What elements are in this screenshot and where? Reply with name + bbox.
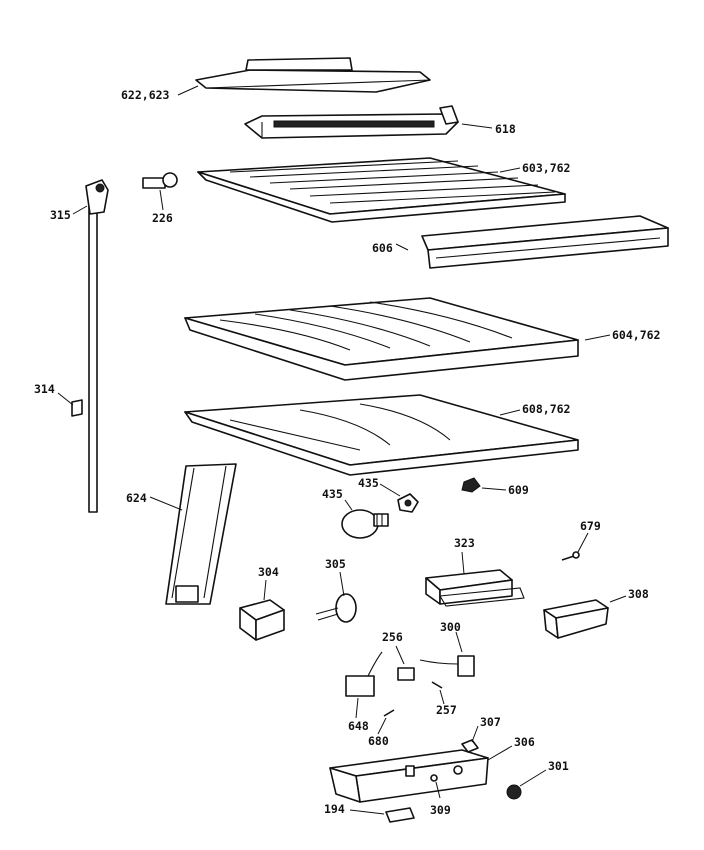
part-tray-604-762 — [184, 297, 579, 381]
leader-606 — [395, 243, 409, 251]
leader-624 — [149, 496, 183, 511]
callout-308: 308 — [628, 587, 649, 601]
callout-680: 680 — [368, 734, 389, 748]
callout-603-762: 603,762 — [522, 161, 570, 175]
leader-304 — [263, 579, 267, 601]
callout-604-762: 604,762 — [612, 328, 660, 342]
leader-305 — [339, 571, 345, 597]
part-screw-679 — [561, 551, 580, 561]
leader-604-762 — [584, 334, 611, 341]
leader-257 — [439, 689, 445, 705]
part-knob-226 — [142, 172, 178, 189]
callout-304: 304 — [258, 565, 279, 579]
part-shield-618 — [244, 105, 459, 139]
part-switch-300 — [419, 655, 475, 677]
callout-648: 648 — [348, 719, 369, 733]
callout-194: 194 — [324, 802, 345, 816]
part-screw-257 — [431, 681, 443, 689]
callout-257: 257 — [436, 703, 457, 717]
callout-314: 314 — [34, 382, 55, 396]
part-switch-256 — [397, 667, 415, 681]
callout-609: 609 — [508, 483, 529, 497]
callout-256: 256 — [382, 630, 403, 644]
part-lower-housing-306 — [329, 749, 489, 803]
leader-680 — [377, 717, 387, 735]
part-bracket-308 — [543, 599, 609, 639]
callout-301: 301 — [548, 759, 569, 773]
part-bulb-435 — [341, 509, 389, 539]
leader-301 — [519, 769, 547, 787]
callout-309: 309 — [430, 803, 451, 817]
callout-226: 226 — [152, 211, 173, 225]
leader-314 — [57, 392, 74, 406]
callout-306: 306 — [514, 735, 535, 749]
leader-603-762 — [499, 167, 521, 173]
callout-300: 300 — [440, 620, 461, 634]
leader-648 — [355, 697, 359, 719]
callout-323: 323 — [454, 536, 475, 550]
leader-315 — [72, 205, 88, 215]
callout-606: 606 — [372, 241, 393, 255]
leader-226 — [159, 189, 164, 211]
part-bracket-194 — [385, 807, 415, 823]
part-control-box-323 — [425, 569, 525, 607]
leader-608-762 — [499, 409, 521, 416]
callout-435a: 435 — [322, 487, 343, 501]
callout-608-762: 608,762 — [522, 402, 570, 416]
part-tray-608-762 — [184, 394, 579, 476]
callout-679: 679 — [580, 519, 601, 533]
leader-309 — [435, 781, 441, 799]
leader-618 — [461, 123, 493, 129]
leader-306 — [487, 745, 513, 761]
part-clip-307 — [461, 739, 479, 753]
leader-194 — [349, 809, 385, 815]
leader-300 — [455, 631, 463, 653]
callout-315: 315 — [50, 208, 71, 222]
leader-622-623 — [177, 85, 199, 96]
part-screw-680 — [383, 709, 395, 717]
leader-435a — [344, 499, 353, 511]
leader-256 — [395, 645, 405, 665]
leader-308 — [609, 595, 627, 603]
part-screw-309 — [430, 774, 438, 782]
part-control-rod-314-315 — [71, 179, 109, 513]
leader-679 — [577, 532, 589, 553]
part-shelf-603-762 — [197, 157, 566, 223]
part-cover-622-623 — [195, 57, 431, 93]
callout-624: 624 — [126, 491, 147, 505]
leader-307 — [471, 725, 479, 743]
leader-609 — [481, 487, 507, 491]
part-shelf-front-606 — [421, 215, 669, 269]
callout-305: 305 — [325, 557, 346, 571]
part-relay-648 — [345, 651, 383, 697]
callout-307: 307 — [480, 715, 501, 729]
callout-618: 618 — [495, 122, 516, 136]
leader-323 — [461, 551, 465, 575]
part-socket-435 — [397, 493, 419, 513]
part-housing-304 — [239, 599, 285, 641]
part-knob-301 — [506, 784, 522, 800]
part-clip-609 — [461, 477, 481, 493]
callout-435b: 435 — [358, 476, 379, 490]
part-duct-624 — [165, 463, 237, 605]
callout-622-623: 622,623 — [121, 88, 170, 102]
part-thermostat-305 — [315, 593, 357, 623]
leader-435b — [379, 483, 401, 497]
